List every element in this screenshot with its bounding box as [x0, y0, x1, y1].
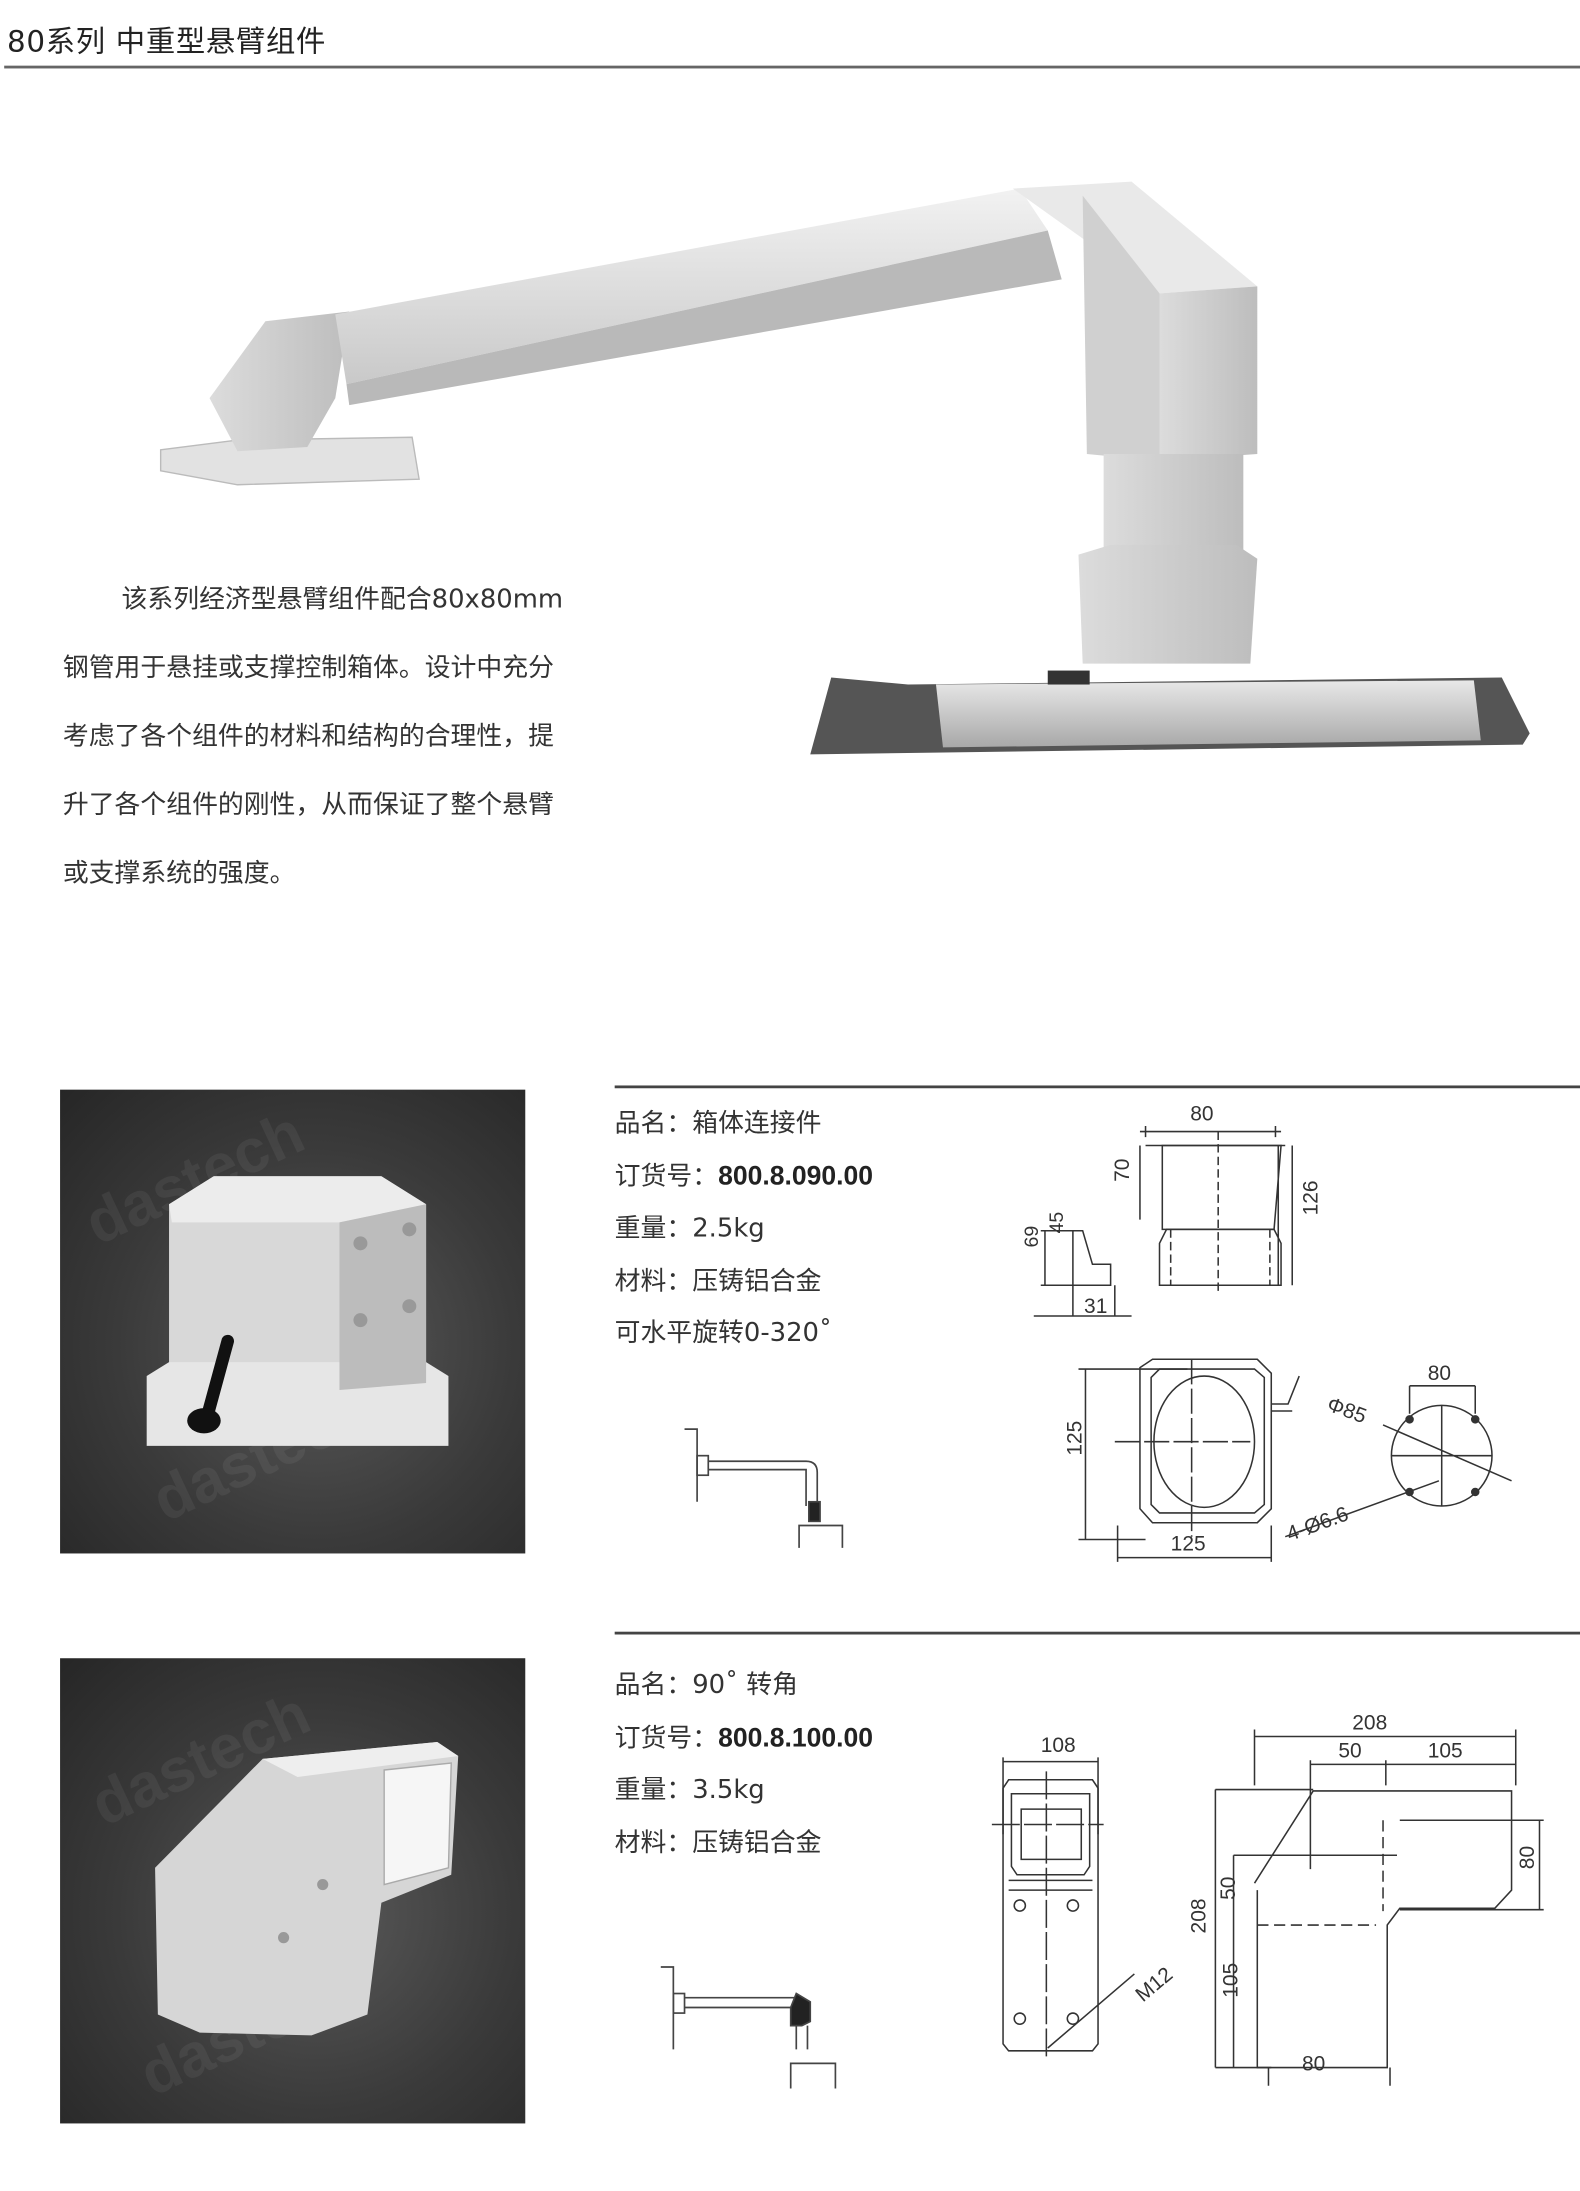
page-title: 80系列 中重型悬臂组件: [6, 25, 327, 59]
dim-label: 208: [1188, 1899, 1211, 1934]
material-label: 材料：: [614, 1266, 693, 1296]
dim-label: 50: [1338, 1739, 1361, 1762]
dim-label: M12: [1131, 1963, 1177, 2007]
dim-label: 208: [1352, 1711, 1387, 1734]
material-value: 压铸铝合金: [692, 1827, 822, 1858]
dim-label: 70: [1111, 1159, 1134, 1182]
intro-line: 或支撑系统的强度。: [62, 859, 296, 889]
material-value: 压铸铝合金: [692, 1266, 822, 1296]
title-divider: [4, 65, 1580, 69]
product-divider: [614, 1085, 1580, 1088]
product-specs-box-connector: 品名：箱体连接件 订货号：800.8.090.00 重量：2.5kg 材料：压铸…: [615, 1098, 873, 1360]
product-photo-90-corner: dastech dastech: [60, 1658, 526, 2124]
name-label: 品名：: [614, 1109, 693, 1139]
dim-label: Φ85: [1324, 1393, 1369, 1428]
dim-label: 105: [1220, 1963, 1243, 1998]
dim-label: 80: [1302, 2052, 1325, 2075]
material-label: 材料：: [614, 1827, 693, 1858]
arm-position-icon: [684, 1428, 844, 1548]
name-label: 品名：: [614, 1670, 693, 1701]
intro-line: 该系列经济型悬臂组件配合80x80mm: [121, 585, 564, 615]
product-photo-box-connector: dastech dastech: [60, 1089, 526, 1554]
rotation-note: 可水平旋转0-320˚: [614, 1318, 832, 1349]
dim-label: 31: [1084, 1295, 1107, 1318]
dim-label: 80: [1190, 1102, 1213, 1125]
product-specs-90-corner: 品名：90˚ 转角 订货号：800.8.100.00 重量：3.5kg 材料：压…: [615, 1660, 873, 1870]
dim-label: 125: [1063, 1421, 1086, 1456]
dim-label: 45: [1046, 1212, 1068, 1234]
cantilever-arm-image: [159, 181, 1530, 755]
dim-label: 80: [1516, 1846, 1539, 1869]
intro-line: 升了各个组件的刚性，从而保证了整个悬臂: [62, 790, 554, 821]
arm-position-icon: [660, 1966, 837, 2089]
technical-drawing-90-corner: 108 M12 208 50 105 80 50 208 105 80: [991, 1711, 1544, 2086]
order-label: 订货号：: [614, 1723, 719, 1753]
product-divider: [614, 1631, 1580, 1634]
product-name: 90˚ 转角: [692, 1670, 798, 1701]
order-number: 800.8.090.00: [718, 1161, 874, 1191]
intro-line: 考虑了各个组件的材料和结构的合理性，提: [62, 722, 554, 752]
weight-value: 2.5kg: [692, 1213, 765, 1244]
weight-label: 重量：: [614, 1213, 693, 1244]
dim-label: 125: [1171, 1533, 1206, 1556]
order-label: 订货号：: [614, 1161, 719, 1191]
intro-paragraph: 该系列经济型悬臂组件配合80x80mm 钢管用于悬挂或支撑控制箱体。设计中充分 …: [63, 566, 636, 908]
dim-label: 50: [1217, 1877, 1240, 1900]
dim-label: 105: [1428, 1739, 1463, 1762]
technical-drawing-box-connector: 80 70 126 45 69 31 125 125 80 Φ85 4-Ø6.6: [1021, 1102, 1512, 1562]
dim-label: 126: [1299, 1180, 1322, 1215]
order-number: 800.8.100.00: [718, 1723, 874, 1753]
dim-label: 80: [1428, 1362, 1451, 1385]
weight-value: 3.5kg: [692, 1775, 765, 1805]
weight-label: 重量：: [614, 1775, 693, 1805]
product-name: 箱体连接件: [692, 1109, 822, 1139]
dim-label: 108: [1041, 1734, 1076, 1757]
intro-line: 钢管用于悬挂或支撑控制箱体。设计中充分: [62, 653, 554, 684]
dim-label: 69: [1021, 1226, 1043, 1248]
dim-label: 4-Ø6.6: [1284, 1502, 1352, 1546]
